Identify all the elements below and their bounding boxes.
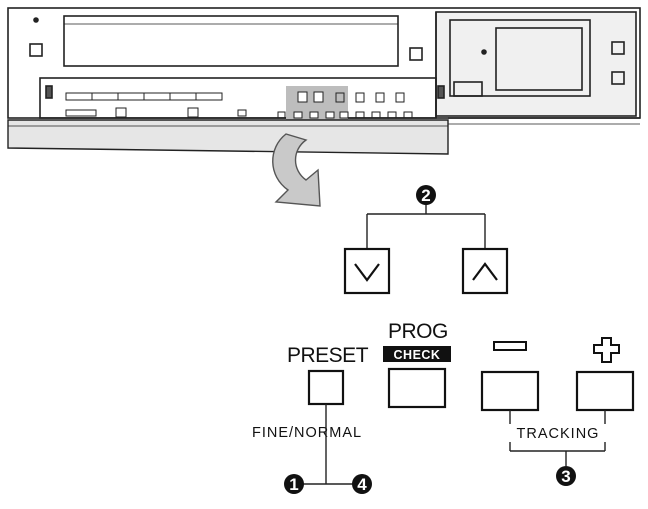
prog-check-button[interactable] bbox=[387, 367, 447, 409]
vcr-right-button-top[interactable] bbox=[611, 41, 625, 55]
preset-leader bbox=[296, 404, 356, 485]
preset-label: PRESET bbox=[287, 344, 369, 367]
display-panel bbox=[449, 19, 591, 97]
cassette-door bbox=[63, 15, 399, 67]
display-screen bbox=[495, 27, 583, 91]
vcr-right-button-bottom[interactable] bbox=[611, 71, 625, 85]
callout-4-number: 4 bbox=[357, 475, 367, 494]
tracking-label: TRACKING bbox=[517, 426, 600, 442]
callout-3-number: 3 bbox=[561, 467, 570, 486]
chevron-up-icon bbox=[472, 262, 498, 281]
callout-1: 1 bbox=[284, 474, 304, 494]
plus-icon bbox=[593, 337, 620, 363]
vcr-right-section bbox=[435, 11, 637, 117]
callout-3: 3 bbox=[556, 466, 576, 486]
plus-label: + bbox=[0, 0, 1, 1]
front-flap bbox=[7, 119, 449, 155]
vcr-small-slot bbox=[453, 81, 483, 97]
fine-normal-label: FINE/NORMAL bbox=[252, 425, 362, 441]
prog-label: PROG bbox=[388, 320, 448, 343]
callout-4: 4 bbox=[352, 474, 372, 494]
power-indicator-icon bbox=[33, 17, 39, 23]
tracking-label-bg bbox=[506, 424, 610, 442]
vcr-left-button[interactable] bbox=[29, 43, 43, 57]
callout-2: 2 bbox=[416, 185, 436, 205]
preset-button[interactable] bbox=[307, 369, 345, 406]
vcr-unit bbox=[7, 7, 641, 155]
callout-1-number: 1 bbox=[289, 475, 298, 494]
tracking-minus-button[interactable] bbox=[480, 370, 540, 412]
control-strip bbox=[39, 77, 437, 119]
tracking-plus-button[interactable] bbox=[575, 370, 635, 412]
check-badge bbox=[383, 346, 451, 362]
minus-label: − bbox=[0, 0, 1, 1]
zoom-arrow-icon bbox=[272, 133, 321, 207]
down-button[interactable] bbox=[343, 247, 391, 295]
minus-icon bbox=[493, 341, 527, 351]
check-label: CHECK bbox=[394, 348, 441, 362]
callout-2-leader bbox=[366, 204, 486, 249]
up-button[interactable] bbox=[461, 247, 509, 295]
callout-2-number: 2 bbox=[421, 186, 430, 205]
chevron-down-icon bbox=[354, 263, 380, 282]
sensor-dot-icon bbox=[481, 49, 487, 55]
eject-button[interactable] bbox=[409, 47, 423, 61]
